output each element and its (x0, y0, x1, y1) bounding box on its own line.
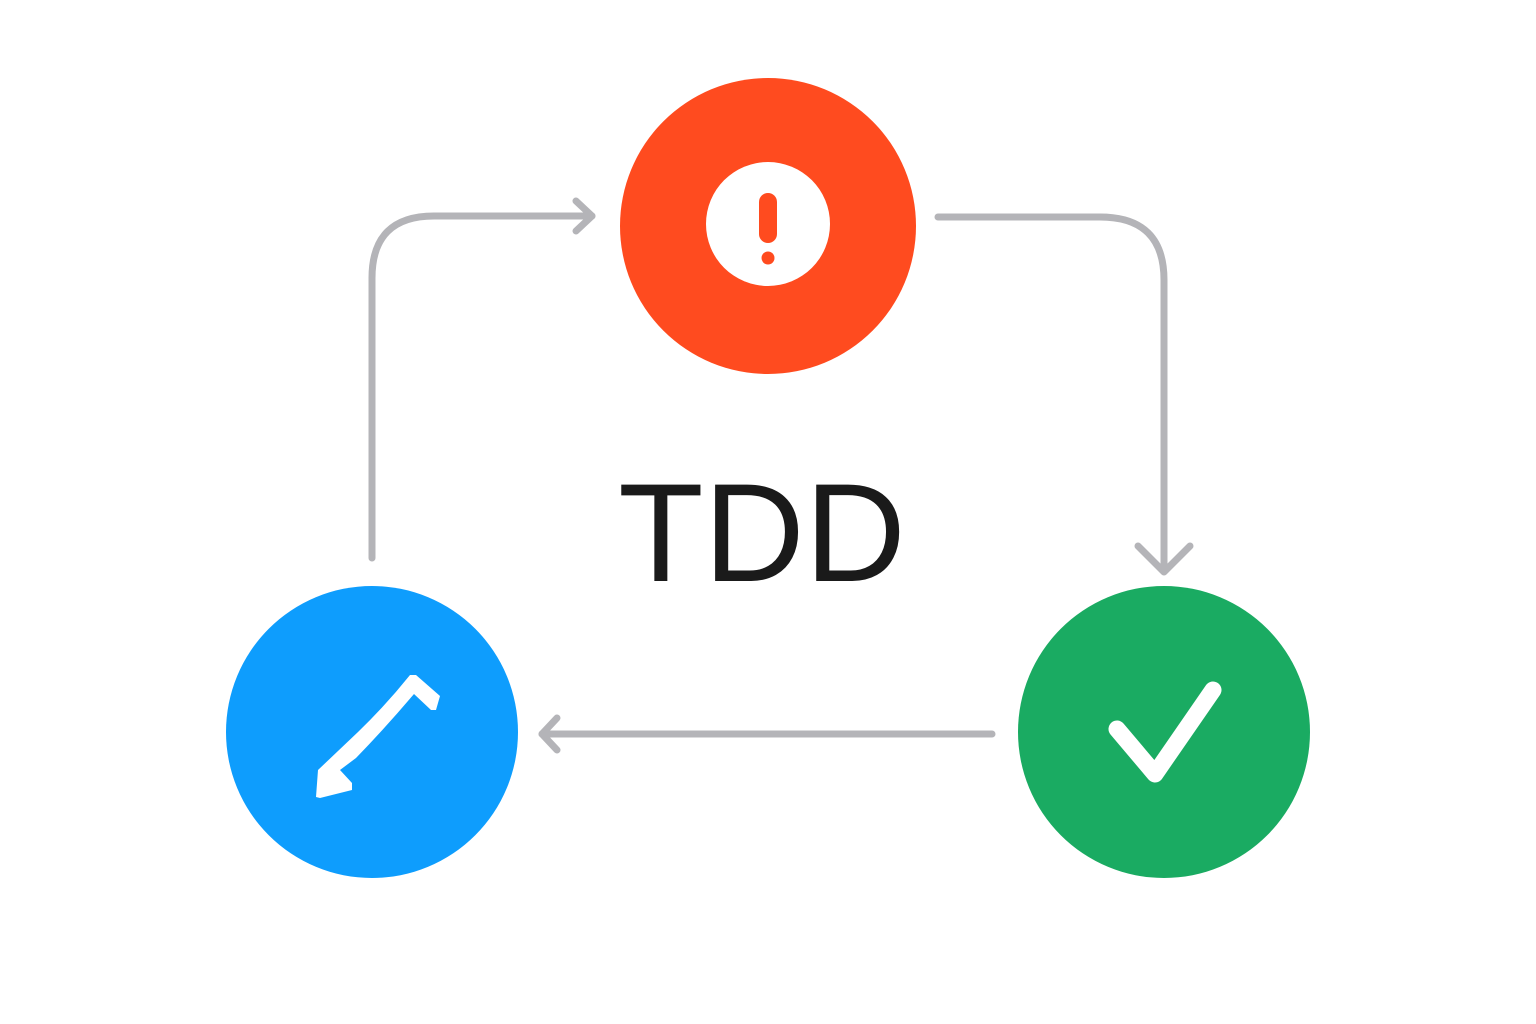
exclamation-icon (706, 162, 830, 286)
green-circle (1018, 586, 1310, 878)
arrowhead-right-icon (572, 197, 596, 235)
connector-line (934, 213, 1168, 574)
wrench-icon (316, 675, 440, 798)
checkmark-icon (1108, 681, 1222, 783)
connector-green-to-blue (538, 714, 996, 754)
connector-blue-to-red (368, 197, 596, 562)
red-node (620, 78, 916, 374)
arrowhead-down-icon (1134, 542, 1194, 576)
connector-red-to-green (934, 213, 1194, 576)
arrowhead-left-icon (538, 714, 561, 754)
green-node (1018, 586, 1310, 878)
blue-node (226, 586, 518, 878)
diagram-title: TDD (618, 454, 906, 611)
connector-line (368, 212, 596, 562)
